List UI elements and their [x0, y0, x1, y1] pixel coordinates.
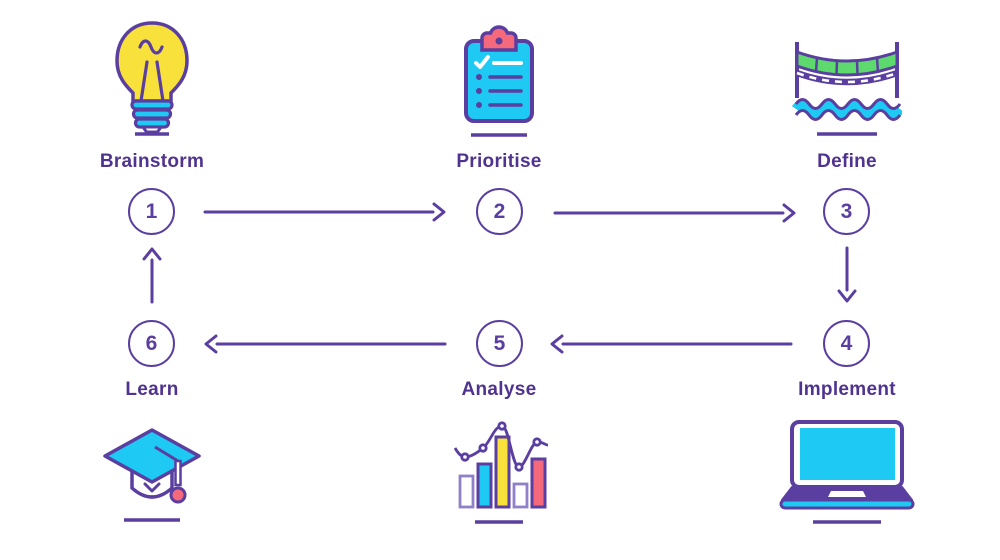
step-number-3: 3 — [840, 199, 853, 223]
step-circle-2: 2 — [476, 188, 523, 235]
step-circle-1: 1 — [128, 188, 175, 235]
graduation-cap-icon — [103, 428, 201, 522]
step-number-2: 2 — [493, 199, 506, 223]
step-circle-3: 3 — [823, 188, 870, 235]
arrow-step4-to-step5 — [550, 334, 793, 354]
clipboard-checklist-icon — [464, 25, 534, 137]
step-label-define: Define — [817, 151, 877, 172]
step-circle-4: 4 — [823, 320, 870, 367]
step-circle-5: 5 — [476, 320, 523, 367]
laptop-icon — [779, 420, 915, 524]
step-label-brainstorm: Brainstorm — [99, 151, 205, 172]
step-number-1: 1 — [145, 199, 158, 223]
lightbulb-icon — [115, 21, 189, 136]
step-number-4: 4 — [840, 331, 853, 355]
step-number-5: 5 — [493, 331, 506, 355]
step-circle-6: 6 — [128, 320, 175, 367]
bridge-icon — [792, 42, 902, 136]
step-label-implement: Implement — [798, 379, 896, 400]
arrow-step5-to-step6 — [204, 334, 447, 354]
arrow-step3-to-step4 — [837, 246, 857, 303]
step-label-analyse: Analyse — [461, 379, 537, 400]
step-label-prioritise: Prioritise — [456, 151, 542, 172]
arrow-step1-to-step2 — [203, 202, 446, 222]
arrow-step6-to-step1 — [142, 247, 162, 304]
step-number-6: 6 — [145, 331, 158, 355]
arrow-step2-to-step3 — [553, 203, 796, 223]
bar-chart-icon — [453, 421, 549, 524]
step-label-learn: Learn — [125, 379, 179, 400]
